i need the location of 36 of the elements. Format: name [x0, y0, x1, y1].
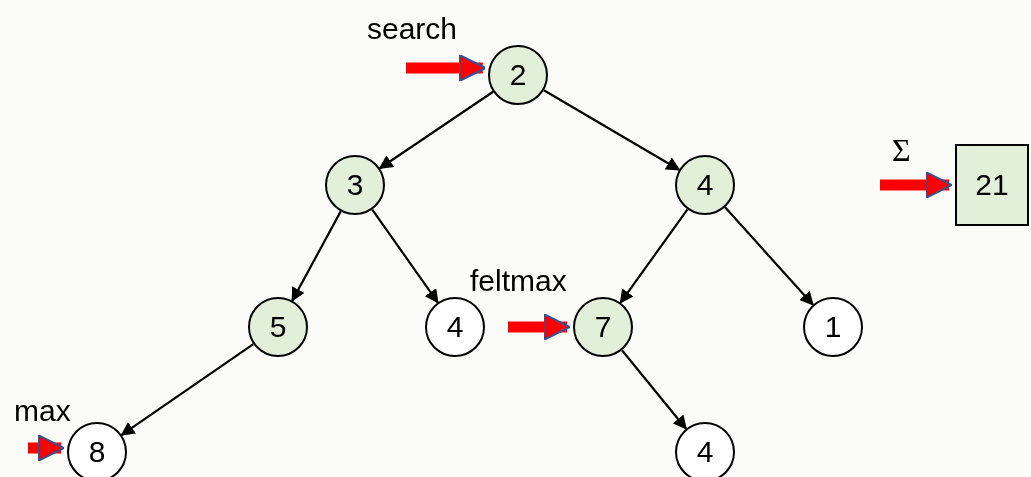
node-value: 4	[446, 310, 464, 344]
arrow	[621, 349, 687, 430]
tree-node-circle	[573, 297, 633, 357]
arrow	[291, 210, 342, 302]
arrow	[378, 90, 494, 170]
pointer-arrow	[508, 312, 571, 342]
node-value: 5	[269, 310, 287, 344]
arrow	[543, 89, 681, 171]
node-value: 4	[696, 168, 714, 202]
arrow	[371, 208, 439, 304]
pointer-label: feltmax	[470, 266, 567, 296]
tree-node-circle	[425, 297, 485, 357]
node-value: 4	[696, 435, 714, 469]
pointer-label: max	[14, 396, 71, 426]
tree-node-circle	[675, 422, 735, 477]
tree-node-circle	[675, 155, 735, 215]
node-value: 2	[509, 58, 527, 92]
tree-node-circle	[248, 297, 308, 357]
pointer-label: Σ	[892, 134, 911, 166]
tree-node-circle	[325, 155, 385, 215]
tree-node-circle	[488, 45, 548, 105]
pointer-arrow	[406, 53, 487, 83]
tree-node-circle	[67, 422, 127, 477]
node-value: 21	[975, 168, 1009, 202]
node-value: 3	[346, 168, 364, 202]
arrow	[120, 343, 254, 436]
node-value: 7	[594, 310, 612, 344]
sum-box	[955, 144, 1029, 226]
node-value: 1	[824, 310, 842, 344]
arrow	[619, 208, 689, 304]
tree-node-circle	[803, 297, 863, 357]
pointer-label: search	[367, 14, 458, 44]
node-value: 8	[88, 435, 106, 469]
pointer-arrow	[880, 170, 953, 200]
arrow	[724, 206, 814, 306]
pointer-arrow	[28, 433, 65, 463]
